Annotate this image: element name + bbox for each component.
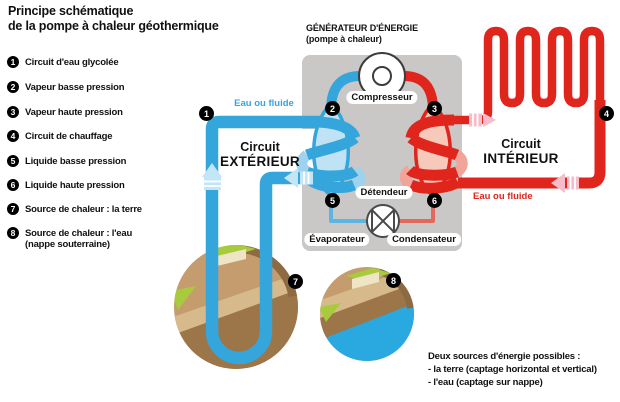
- legend-item-4: 4 Circuit de chauffage: [7, 130, 113, 142]
- interior-circuit-return-pipe: [458, 100, 606, 189]
- condenser-coil-front: [406, 165, 459, 181]
- grass-triangle: [320, 303, 341, 322]
- compressor-label: Compresseur: [346, 91, 418, 104]
- radiator-serpentine-pipe: [452, 26, 605, 125]
- interior-fluid-label: Eau ou fluide: [473, 191, 533, 202]
- energy-sources-note: Deux sources d'énergie possibles : - la …: [428, 350, 597, 389]
- evaporator-coil-front: [317, 116, 361, 141]
- interior-circuit-label: Circuit INTÉRIEUR: [483, 137, 559, 167]
- interior-circuit-line2: INTÉRIEUR: [483, 151, 559, 166]
- note-line3: - l'eau (captage sur nappe): [428, 377, 543, 388]
- legend-item-7: 7 Source de chaleur : la terre: [7, 203, 142, 215]
- condenser-label: Condensateur: [387, 233, 461, 246]
- legend-label-8-cont: (nappe souterraine): [25, 239, 110, 250]
- title-line2: de la pompe à chaleur géothermique: [8, 19, 219, 33]
- legend-item-3: 3 Vapeur haute pression: [7, 106, 123, 118]
- legend-badge-2: 2: [7, 81, 19, 93]
- diagram-badge-6: 6: [427, 193, 442, 208]
- evaporator-coil-back: [351, 166, 366, 191]
- diagram-badge-5: 5: [325, 193, 340, 208]
- soil-dark-band: [320, 282, 414, 342]
- heat-pump-box: [302, 55, 462, 251]
- sand-platform: [352, 272, 379, 289]
- note-line1: Deux sources d'énergie possibles :: [428, 351, 581, 362]
- legend-item-2: 2 Vapeur basse pression: [7, 81, 124, 93]
- generator-title-line1: GÉNÉRATEUR D'ÉNERGIE: [306, 23, 418, 33]
- compressor-icon: [358, 52, 406, 100]
- legend-item-5: 5 Liquide basse pression: [7, 155, 126, 167]
- page-title: Principe schématique de la pompe à chale…: [8, 4, 219, 34]
- legend-label-1: Circuit d'eau glycolée: [25, 56, 119, 68]
- condenser-coil-front: [405, 114, 455, 140]
- evaporator-coil-front: [304, 133, 359, 161]
- condenser-coil-back: [453, 150, 468, 177]
- flow-arrow-left-icon: [284, 168, 313, 188]
- condenser-coil-front: [408, 177, 461, 194]
- legend-label-8: Source de chaleur : l'eau: [25, 227, 133, 239]
- diagram-badge-4: 4: [599, 106, 614, 121]
- note-line2: - la terre (captage horizontal et vertic…: [428, 364, 597, 375]
- legend-label-2: Vapeur basse pression: [25, 81, 125, 93]
- diagram-badge-8: 8: [386, 273, 401, 288]
- diagram-badge-7: 7: [288, 274, 303, 289]
- interior-circuit-line1: Circuit: [501, 137, 541, 151]
- exterior-circuit-line2: EXTÉRIEUR: [220, 154, 300, 169]
- legend-badge-3: 3: [7, 106, 19, 118]
- legend-label-6: Liquide haute pression: [25, 179, 125, 191]
- legend-badge-6: 6: [7, 179, 19, 191]
- legend-badge-8: 8: [7, 227, 19, 239]
- earth-circle-water: [320, 267, 414, 361]
- evaporator-label: Évaporateur: [304, 233, 370, 246]
- flow-arrow-right-icon: [469, 113, 496, 127]
- legend-label-7: Source de chaleur : la terre: [25, 203, 142, 215]
- legend-badge-5: 5: [7, 155, 19, 167]
- diagram-badge-2: 2: [325, 101, 340, 116]
- legend-item-6: 6 Liquide haute pression: [7, 179, 125, 191]
- legend-item-1: 1 Circuit d'eau glycolée: [7, 56, 119, 68]
- legend-label-3: Vapeur haute pression: [25, 106, 123, 118]
- legend-badge-7: 7: [7, 203, 19, 215]
- legend-badge-4: 4: [7, 130, 19, 142]
- legend-label-4: Circuit de chauffage: [25, 130, 113, 142]
- expansion-valve-label: Détendeur: [355, 186, 413, 199]
- legend-item-8: 8 Source de chaleur : l'eau: [7, 227, 132, 239]
- legend-label-5: Liquide basse pression: [25, 155, 127, 167]
- diagram-badge-1: 1: [199, 106, 214, 121]
- groundwater-layer: [320, 302, 414, 361]
- evaporator-coil-front: [304, 166, 359, 182]
- grass-triangle: [174, 286, 196, 310]
- condenser-coil-front: [407, 133, 460, 161]
- evaporator-coil-back: [296, 150, 311, 177]
- diagram-badge-3: 3: [427, 101, 442, 116]
- flow-arrow-up-icon: [202, 163, 222, 190]
- legend-badge-1: 1: [7, 56, 19, 68]
- sand-platform: [217, 249, 246, 266]
- exterior-circuit-label: Circuit EXTÉRIEUR: [220, 140, 300, 170]
- exterior-circuit-pipe: [205, 115, 322, 365]
- generator-title-line2: (pompe à chaleur): [306, 34, 382, 44]
- exterior-circuit-line1: Circuit: [240, 140, 280, 154]
- expansion-valve-icon: [366, 204, 400, 238]
- flow-arrow-left-hot-icon: [551, 173, 579, 193]
- condenser-coil-back: [399, 165, 415, 190]
- title-line1: Principe schématique: [8, 4, 134, 18]
- generator-title: GÉNÉRATEUR D'ÉNERGIE (pompe à chaleur): [306, 23, 418, 45]
- earth-circle-ground: [174, 245, 298, 369]
- exterior-fluid-label: Eau ou fluide: [234, 98, 294, 109]
